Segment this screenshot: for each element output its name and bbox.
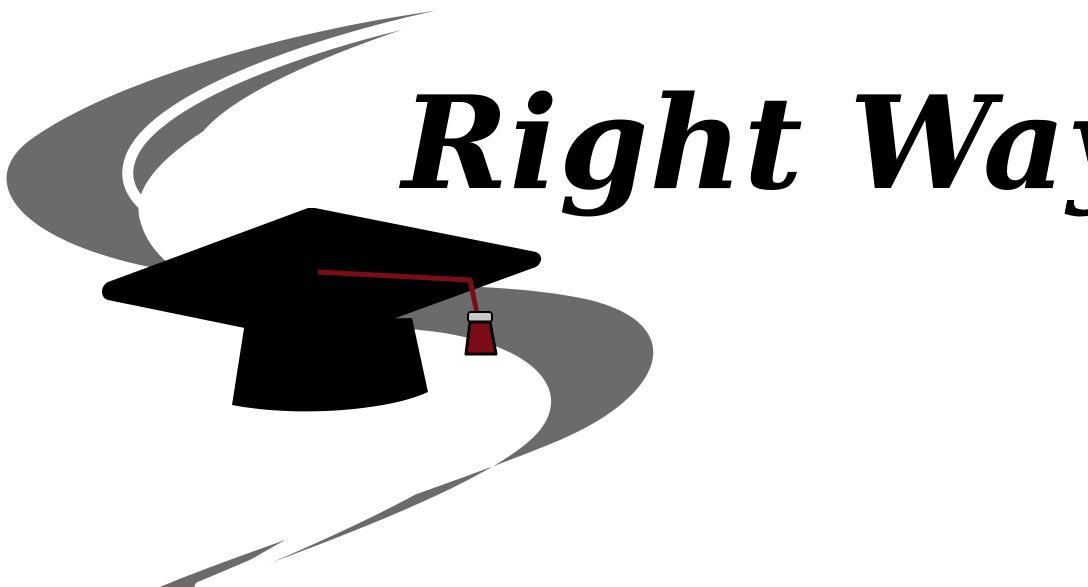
graduation-cap-icon (102, 208, 542, 412)
road-lane-line-inner (189, 0, 506, 246)
road-lane-line-lower-inner (209, 356, 492, 587)
tassel-icon (317, 269, 498, 356)
tassel-fringe (464, 320, 498, 356)
tassel-cord (317, 269, 481, 319)
cap-board (102, 208, 542, 344)
cap-base (232, 318, 428, 412)
road-lane-line-outer (122, 0, 511, 261)
logo-wordmark: Right Way (399, 69, 1088, 219)
